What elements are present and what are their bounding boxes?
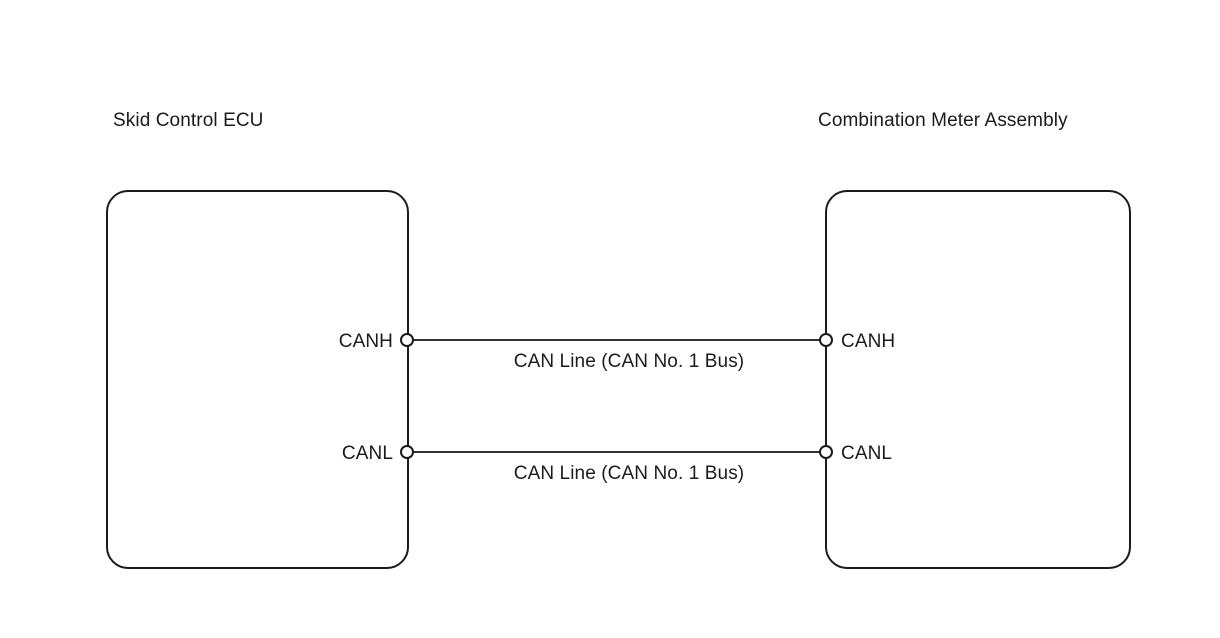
wire-label-canh: CAN Line (CAN No. 1 Bus) <box>514 351 744 372</box>
node-title-combination-meter-assembly: Combination Meter Assembly <box>818 110 1068 131</box>
terminal-skid-canh[interactable] <box>400 333 414 347</box>
node-title-skid-control-ecu: Skid Control ECU <box>113 110 263 131</box>
ecu-box-skid-control-ecu[interactable] <box>106 190 409 569</box>
ecu-box-combination-meter-assembly[interactable] <box>825 190 1131 569</box>
terminal-skid-canl[interactable] <box>400 445 414 459</box>
terminal-meter-canl[interactable] <box>819 445 833 459</box>
pin-label-skid-canl: CANL <box>342 443 393 464</box>
pin-label-skid-canh: CANH <box>339 331 393 352</box>
terminal-meter-canh[interactable] <box>819 333 833 347</box>
pin-label-meter-canl: CANL <box>841 443 892 464</box>
pin-label-meter-canh: CANH <box>841 331 895 352</box>
wire-label-canl: CAN Line (CAN No. 1 Bus) <box>514 463 744 484</box>
